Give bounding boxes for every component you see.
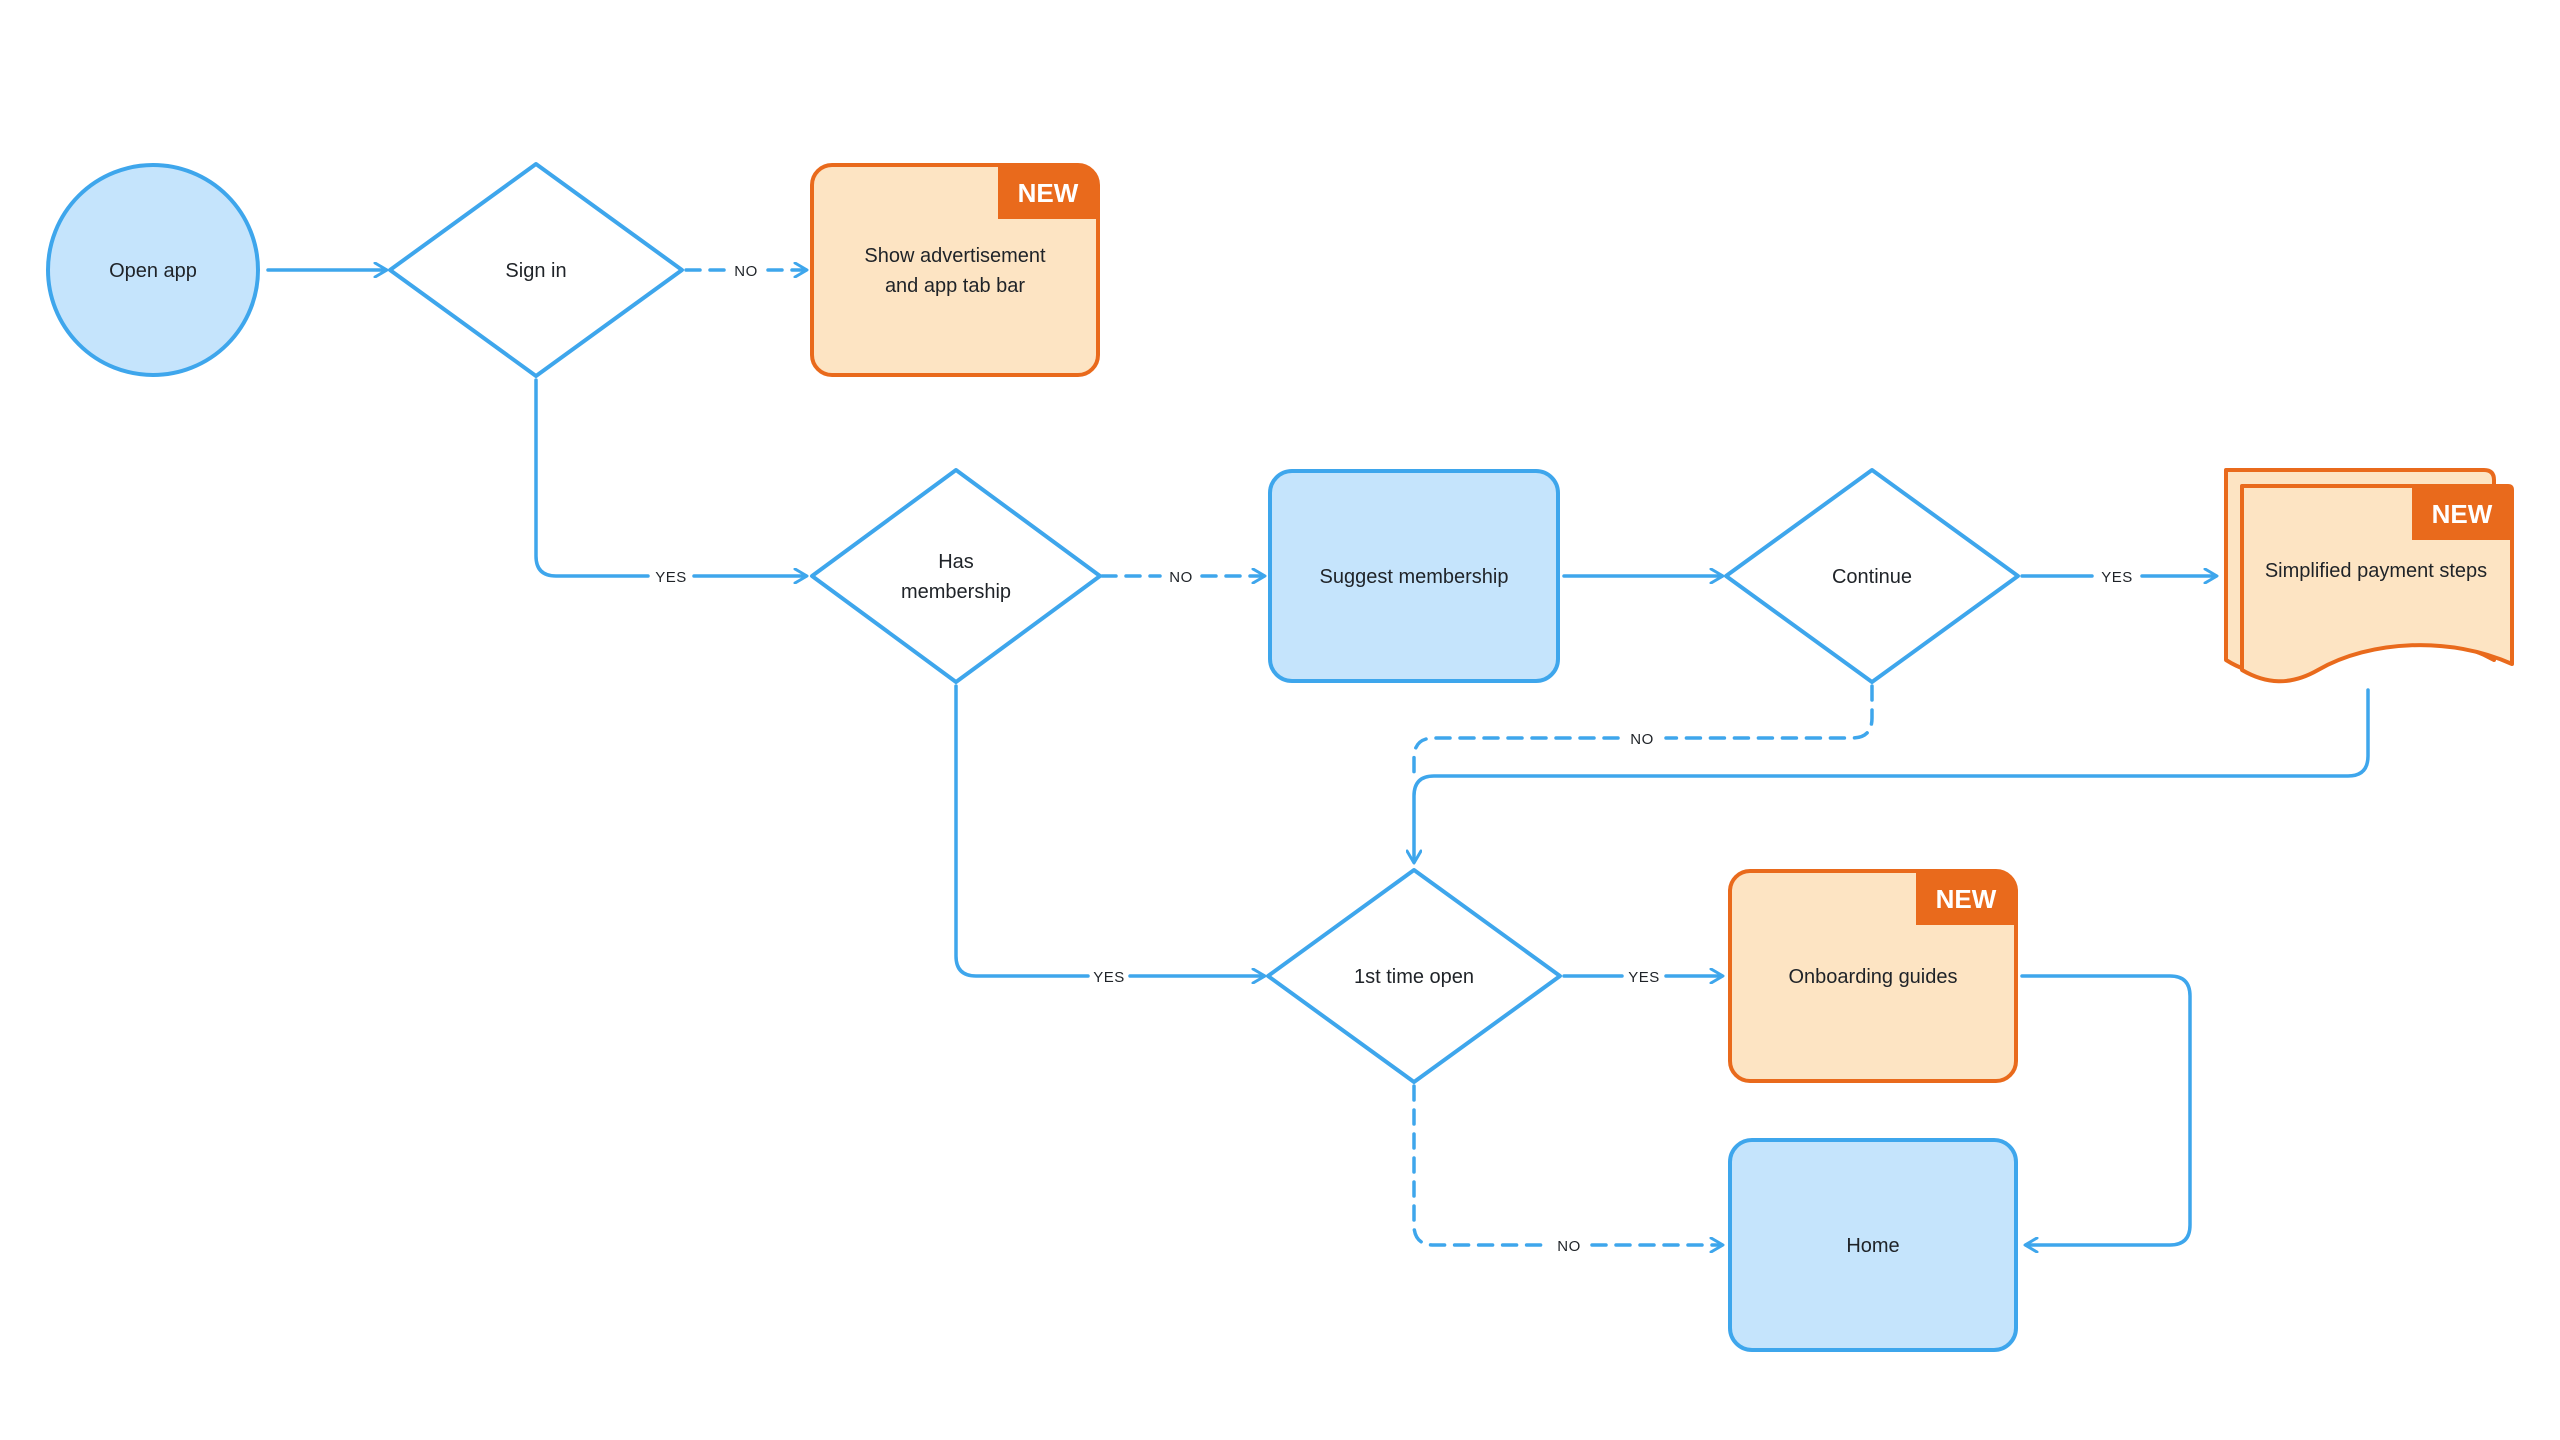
node-show-advertisement: NEW Show advertisement and app tab bar: [810, 163, 1100, 377]
new-badge-label: NEW: [2432, 499, 2493, 529]
node-simplified-payment-label: Simplified payment steps: [2265, 560, 2487, 582]
node-sign-in: Sign in: [388, 162, 684, 378]
node-has-membership-label-line2: membership: [901, 581, 1011, 603]
node-show-ad-label-line2: and app tab bar: [885, 275, 1025, 297]
node-onboarding-label: Onboarding guides: [1788, 966, 1957, 988]
edge-label-signin-yes: YES: [655, 569, 687, 586]
edge-label-membership-no: NO: [1169, 569, 1193, 586]
node-home-label: Home: [1846, 1235, 1899, 1257]
node-continue: Continue: [1724, 468, 2020, 684]
new-badge: [998, 165, 1098, 219]
edge-label-continue-yes: YES: [2101, 569, 2133, 586]
node-onboarding-guides: NEW Onboarding guides: [1728, 869, 2018, 1083]
node-show-ad-label-line1: Show advertisement: [864, 245, 1046, 267]
node-home: Home: [1728, 1138, 2018, 1352]
new-badge-label: NEW: [1018, 178, 1079, 208]
node-first-time-open-label: 1st time open: [1354, 966, 1474, 988]
node-first-time-open: 1st time open: [1266, 868, 1562, 1084]
new-badge-label: NEW: [1936, 884, 1997, 914]
node-has-membership: Has membership: [810, 468, 1102, 684]
node-suggest-membership: Suggest membership: [1268, 469, 1560, 683]
edge-label-continue-no: NO: [1630, 731, 1654, 748]
edge-payment-to-first: [1414, 688, 2370, 862]
edge-label-signin-no: NO: [734, 263, 758, 280]
new-badge: [2412, 486, 2512, 540]
edge-onboarding-to-home: [2020, 974, 2192, 1245]
edge-label-membership-yes: YES: [1093, 969, 1125, 986]
edge-label-first-yes: YES: [1628, 969, 1660, 986]
node-open-app-label: Open app: [109, 260, 197, 282]
node-sign-in-label: Sign in: [505, 260, 566, 282]
node-has-membership-label-line1: Has: [938, 551, 974, 573]
new-badge: [1916, 871, 2016, 925]
node-continue-label: Continue: [1832, 566, 1912, 588]
node-simplified-payment: NEW Simplified payment steps: [2224, 468, 2514, 684]
edge-signin-yes: [534, 378, 806, 576]
node-open-app: Open app: [46, 163, 260, 377]
edge-continue-no: [1412, 684, 1874, 782]
edge-label-first-no: NO: [1557, 1238, 1581, 1255]
edge-membership-yes: [954, 684, 1264, 976]
edge-first-no: [1412, 1084, 1722, 1245]
node-suggest-membership-label: Suggest membership: [1320, 566, 1509, 588]
